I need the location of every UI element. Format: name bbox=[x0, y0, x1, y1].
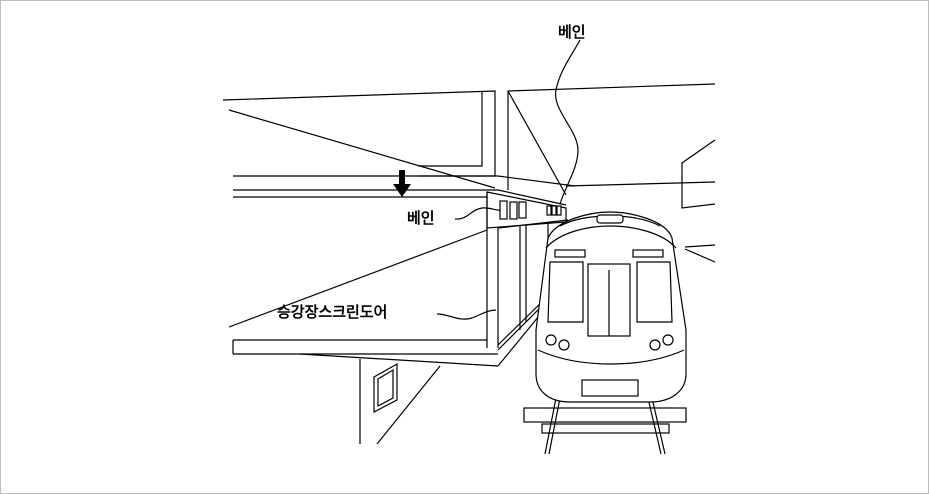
ceiling-right bbox=[507, 83, 716, 196]
tunnel-background bbox=[565, 139, 716, 263]
train bbox=[535, 211, 687, 403]
vane-label-mid: 베인 bbox=[407, 209, 435, 227]
leader-line-vane-mid bbox=[454, 207, 501, 220]
psd-label: 승강장스크린도어 bbox=[277, 303, 388, 321]
vane-devices-near bbox=[499, 200, 527, 220]
lower-structure bbox=[359, 359, 441, 445]
leader-line-psd bbox=[436, 309, 497, 320]
leader-line-vane-top bbox=[555, 39, 581, 205]
platform-slab bbox=[228, 229, 549, 367]
down-arrow-icon bbox=[393, 170, 411, 197]
ceiling-left bbox=[222, 90, 496, 189]
platform-ceiling-band bbox=[233, 175, 498, 198]
track bbox=[523, 397, 687, 455]
vane-devices-far bbox=[546, 205, 562, 216]
vane-label-top: 베인 bbox=[558, 23, 586, 41]
